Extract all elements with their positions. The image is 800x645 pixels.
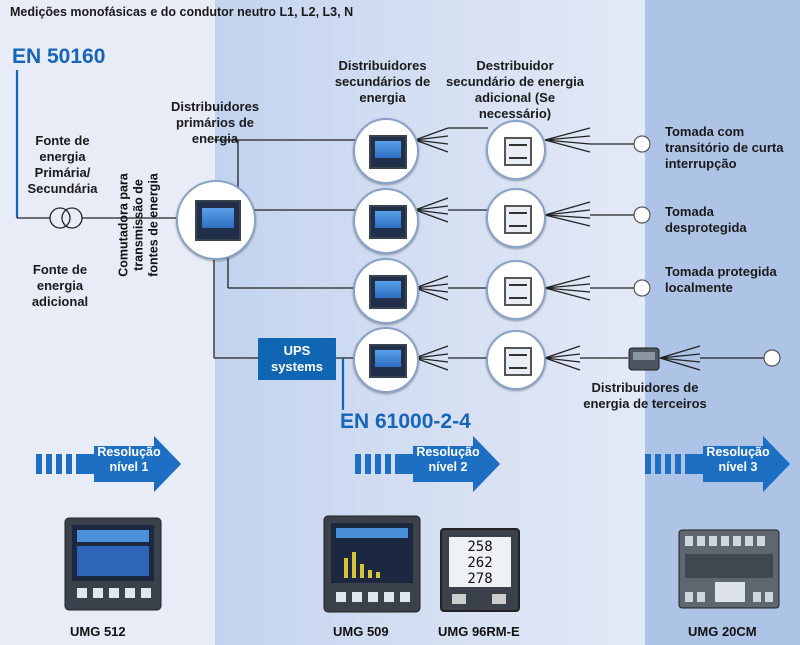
umg96rme-device-image: 258 262 278 [440, 528, 520, 612]
additional-meter-icon [486, 188, 546, 248]
umg96rme-display: 258 262 278 [449, 537, 511, 587]
secondary-meter-icon [353, 188, 419, 254]
secondary-meter-icon [353, 258, 419, 324]
primary-meter-icon [176, 180, 256, 260]
resolution-label-1: Resolução nível 1 [97, 445, 161, 474]
ups-box: UPS systems [258, 338, 336, 380]
product-label-umg512: UMG 512 [70, 624, 126, 639]
umg509-device-image [323, 515, 421, 613]
secondary-distributors-label: Distribuidores secundários de energia [334, 58, 431, 105]
diagram-header: Medições monofásicas e do condutor neutr… [10, 5, 354, 19]
button-icon [492, 594, 506, 604]
umg20cm-device-image [678, 529, 780, 609]
zone-middle-background [215, 0, 645, 645]
third-party-label: Distribuidores de energia de terceiros [583, 380, 707, 411]
secondary-meter-icon [353, 118, 419, 184]
additional-distributor-label: Destribuidor secundário de energia adici… [446, 58, 584, 121]
secondary-meter-icon [353, 327, 419, 393]
outlet-label-1: Tomada com transitório de curta interrup… [665, 124, 784, 171]
additional-source-label: Fonte de energia adicional [31, 262, 89, 309]
reading-2: 262 [467, 555, 493, 571]
arrow-icon [645, 436, 790, 492]
product-label-umg20cm: UMG 20CM [688, 624, 757, 639]
standard-en61000: EN 61000-2-4 [340, 410, 471, 433]
additional-meter-icon [486, 260, 546, 320]
umg512-device-image [64, 517, 162, 611]
resolution-label-2: Resolução nível 2 [416, 445, 480, 474]
button-icon [452, 594, 466, 604]
outlet-label-3: Tomada protegida localmente [665, 264, 777, 295]
additional-meter-icon [486, 330, 546, 390]
standard-en50160: EN 50160 [12, 45, 106, 68]
outlet-label-2: Tomada desprotegida [665, 204, 747, 235]
product-label-umg96rme: UMG 96RM-E [438, 624, 520, 639]
additional-meter-icon [486, 120, 546, 180]
reading-3: 278 [467, 571, 493, 587]
primary-distributors-label: Distribuidores primários de energia [170, 99, 260, 146]
resolution-arrow-1: Resolução nível 1 [36, 436, 181, 492]
arrow-icon [355, 436, 500, 492]
switch-label: Comutadora para transmissão de fontes de… [116, 173, 161, 277]
resolution-label-3: Resolução nível 3 [706, 445, 770, 474]
product-label-umg509: UMG 509 [333, 624, 389, 639]
arrow-icon [36, 436, 181, 492]
resolution-arrow-3: Resolução nível 3 [645, 436, 790, 492]
resolution-arrow-2: Resolução nível 2 [355, 436, 500, 492]
primary-source-label: Fonte de energia Primária/ Secundária [27, 133, 98, 196]
reading-1: 258 [467, 539, 493, 555]
